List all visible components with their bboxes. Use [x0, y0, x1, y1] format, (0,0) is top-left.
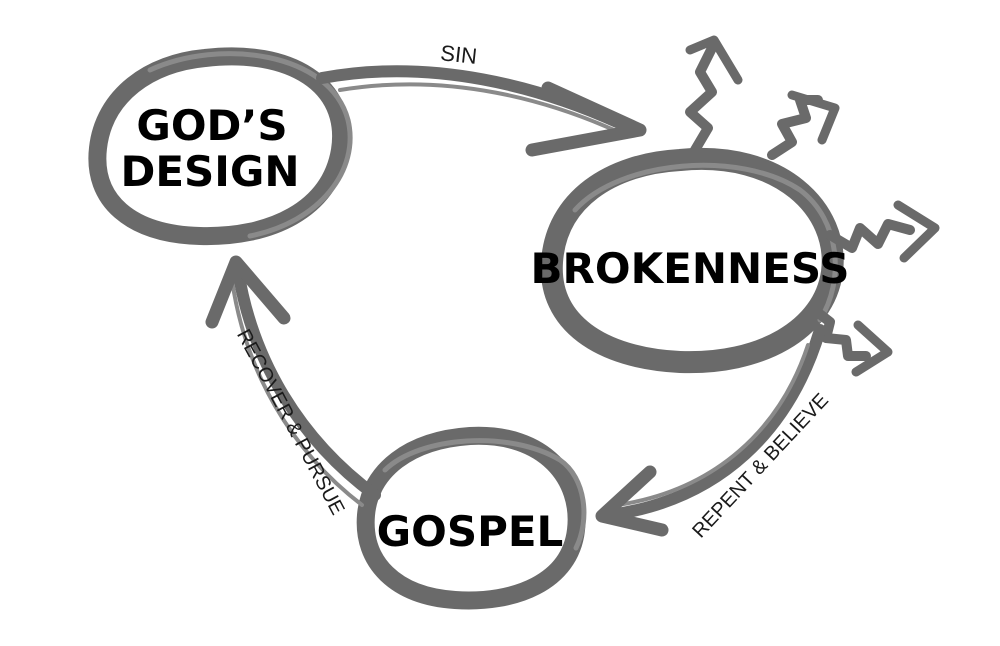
gods-design-ring [88, 47, 351, 246]
gods-design-title-line1: GOD’S [136, 101, 287, 150]
recover-arrow-shaft-sketch [230, 278, 364, 507]
crack-ray-top-right [767, 95, 823, 160]
recover-pursue-label: RECOVER & PURSUE [232, 326, 348, 519]
brokenness-title: BROKENNESS [531, 244, 850, 293]
gospel-ring-sketch [382, 438, 587, 551]
crack-ray-lower-right-head [851, 320, 893, 377]
sin-arrow-head [525, 81, 647, 157]
gospel-ring [356, 426, 586, 610]
crack-ray-top-left-head [685, 35, 743, 85]
brokenness-crack-rays [685, 35, 940, 377]
node-gospel: GOSPEL [356, 426, 587, 610]
recover-arrow-head [205, 255, 291, 329]
recover-arrow-shaft [232, 264, 381, 501]
sin-label: SIN [439, 40, 478, 69]
crack-ray-top-left [685, 43, 717, 155]
edge-sin: SIN [316, 40, 647, 157]
node-brokenness: BROKENNESS [531, 35, 940, 377]
repent-believe-label: REPENT & BELIEVE [688, 389, 833, 542]
brokenness-ring-sketch [572, 162, 838, 323]
edge-recover-pursue: RECOVER & PURSUE [205, 255, 381, 519]
repent-arrow-shaft-sketch [616, 343, 810, 507]
gods-design-ring-sketch [147, 51, 353, 239]
sin-arrow-shaft-sketch [338, 82, 627, 137]
gospel-title: GOSPEL [377, 507, 564, 556]
crack-ray-lower-right [807, 303, 871, 361]
gods-design-title-line2: DESIGN [120, 147, 299, 196]
brokenness-ring [540, 147, 844, 374]
crack-ray-right [825, 219, 915, 253]
repent-arrow-shaft [604, 324, 826, 521]
repent-arrow-head [595, 465, 669, 537]
node-gods-design: GOD’S DESIGN [88, 47, 353, 246]
crack-ray-top-right-head [787, 90, 840, 145]
crack-ray-right-head [893, 200, 940, 263]
